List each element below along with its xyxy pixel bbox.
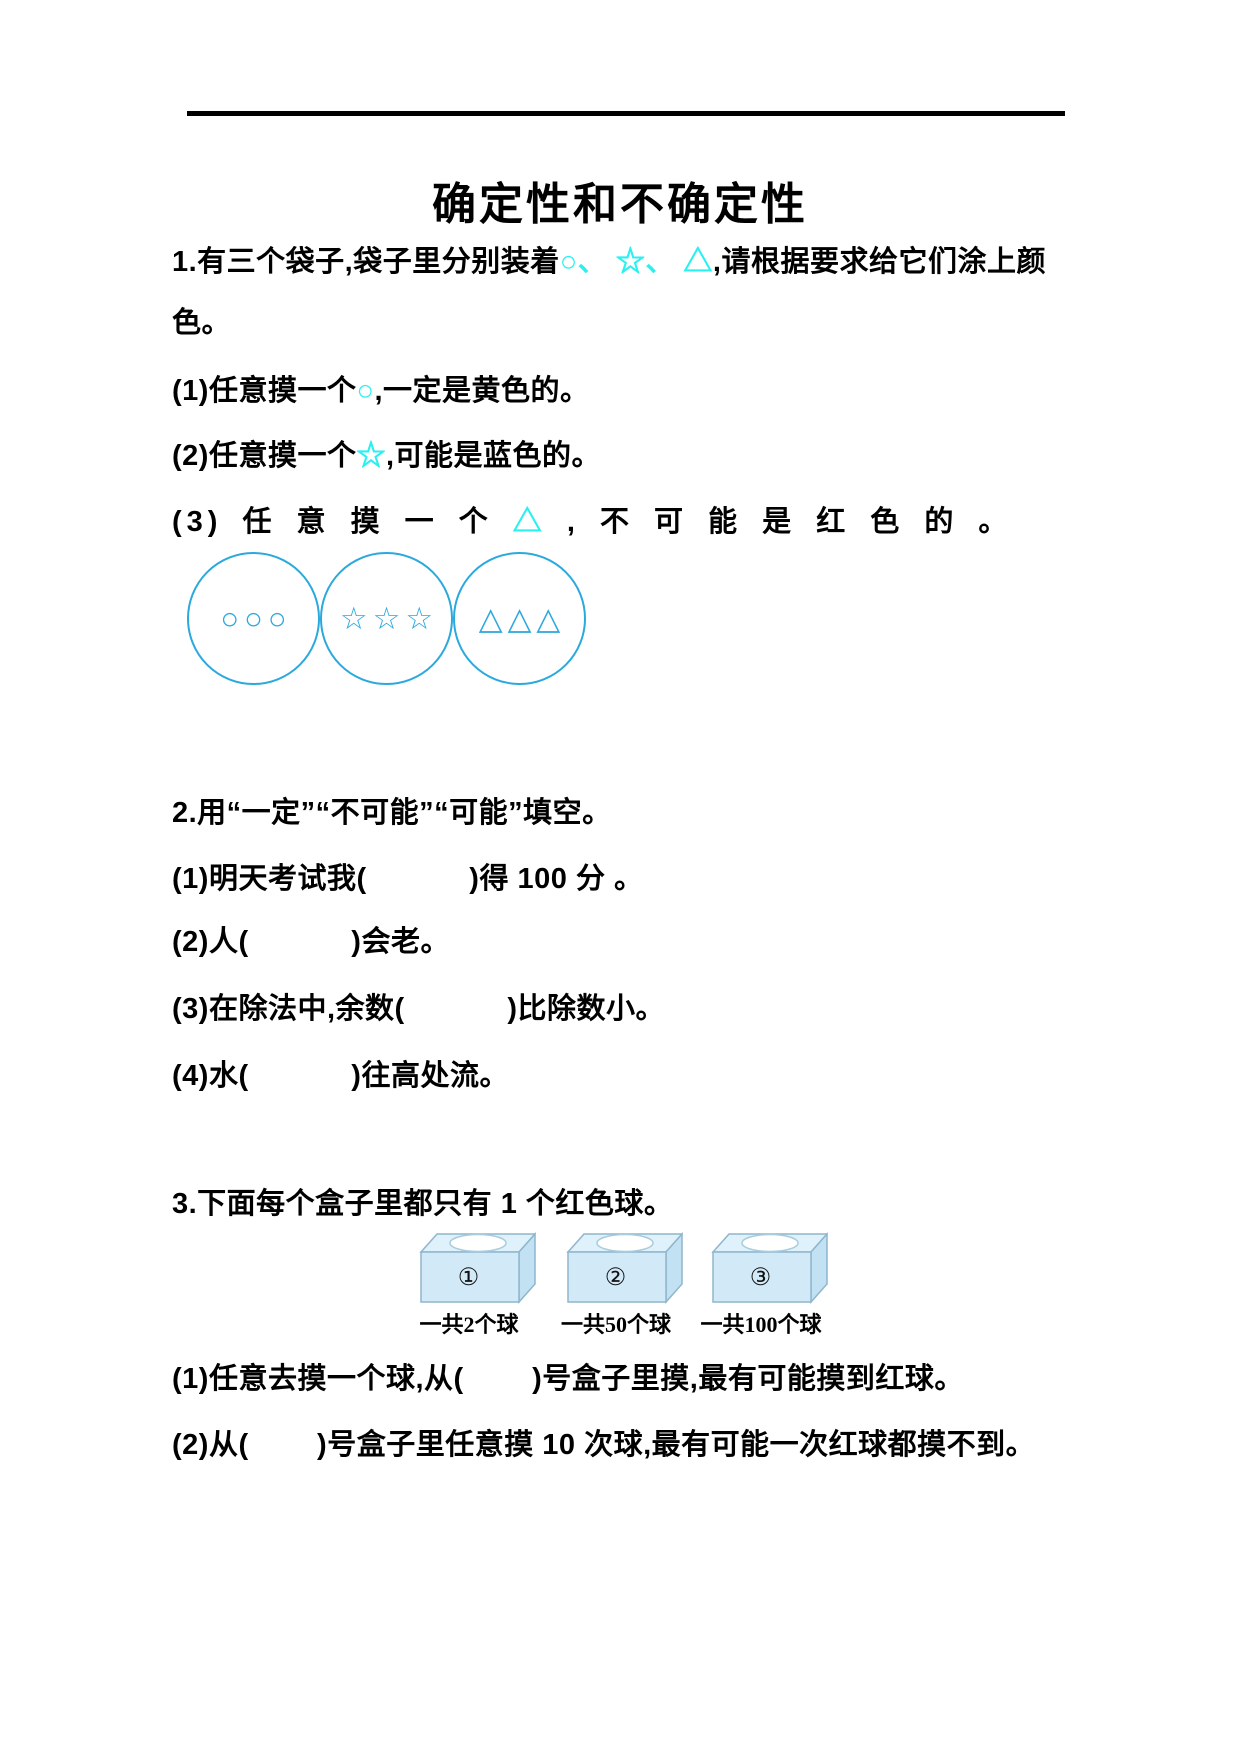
box-3-label: 一共100个球 <box>700 1312 822 1337</box>
box-2-label: 一共50个球 <box>560 1312 672 1337</box>
bag-circle-1: ○○○ <box>187 552 320 685</box>
ball-box-2: ② 一共50个球 <box>561 1231 683 1337</box>
box-1-label: 一共2个球 <box>419 1312 519 1337</box>
bag-3-shapes: △△△ <box>478 601 566 636</box>
page-title: 确定性和不确定性 <box>432 180 808 229</box>
box-1-number: ① <box>457 1264 480 1291</box>
box-3d-graphic <box>711 1232 828 1304</box>
q1-item-1: (1)任意摸一个○,一定是黄色的。 <box>172 374 590 408</box>
box-3d-graphic <box>566 1232 683 1304</box>
box-3d-graphic <box>419 1232 536 1304</box>
q1-item-2-suffix: ,可能是蓝色的。 <box>385 440 602 472</box>
q1-intro-line: 1.有三个袋子,袋子里分别装着○、 ☆、 △,请根据要求给它们涂上颜 <box>172 245 1046 279</box>
q1-item-3-suffix: , 不 可 能 是 红 色 的 。 <box>546 506 1013 538</box>
q2-item-4: (4)水( )往高处流。 <box>172 1060 509 1092</box>
star-shape-inline: ☆ <box>356 440 386 472</box>
q1-intro-prefix: 1.有三个袋子,袋子里分别装着 <box>172 246 560 278</box>
bag-1-shapes: ○○○ <box>220 601 292 636</box>
top-divider <box>187 111 1065 116</box>
circle-shape-inline: ○、 <box>559 246 616 278</box>
q2-item-1: (1)明天考试我( )得 100 分 。 <box>172 863 644 895</box>
q1-intro-suffix: ,请根据要求给它们涂上颜 <box>712 246 1046 278</box>
q1-item-3-prefix: (3) 任 意 摸 一 个 <box>172 506 513 538</box>
box-3-number: ③ <box>749 1264 772 1291</box>
box-hole <box>449 1233 507 1253</box>
circle-shape-inline: ○ <box>356 375 375 407</box>
q2-item-3: (3)在除法中,余数( )比除数小。 <box>172 993 666 1025</box>
ball-box-3: ③ 一共100个球 <box>700 1231 828 1337</box>
box-hole <box>741 1233 799 1253</box>
star-shape-inline: ☆、 <box>615 246 684 278</box>
q3-item-2: (2)从( )号盒子里任意摸 10 次球,最有可能一次红球都摸不到。 <box>172 1429 1036 1461</box>
box-hole <box>596 1233 654 1253</box>
q1-item-1-prefix: (1)任意摸一个 <box>172 375 357 407</box>
triangle-shape-inline: △ <box>683 246 713 278</box>
box-2-number: ② <box>604 1264 627 1291</box>
q3-header: 3.下面每个盒子里都只有 1 个红色球。 <box>172 1188 674 1220</box>
q3-item-1: (1)任意去摸一个球,从( )号盒子里摸,最有可能摸到红球。 <box>172 1363 964 1395</box>
q2-header: 2.用“一定”“不可能”“可能”填空。 <box>172 797 612 829</box>
bag-circle-2: ☆☆☆ <box>320 552 453 685</box>
q1-item-1-suffix: ,一定是黄色的。 <box>374 375 590 407</box>
triangle-shape-inline: △ <box>512 506 547 538</box>
q2-item-2: (2)人( )会老。 <box>172 926 450 958</box>
bag-circle-3: △△△ <box>453 552 586 685</box>
bag-2-shapes: ☆☆☆ <box>339 601 439 636</box>
q1-item-2-prefix: (2)任意摸一个 <box>172 440 357 472</box>
ball-box-1: ① 一共2个球 <box>418 1231 536 1337</box>
q1-item-2: (2)任意摸一个☆,可能是蓝色的。 <box>172 439 601 473</box>
q1-intro-wrap-line: 色。 <box>172 307 232 339</box>
q1-item-3: (3) 任 意 摸 一 个 △ , 不 可 能 是 红 色 的 。 <box>172 505 1012 539</box>
